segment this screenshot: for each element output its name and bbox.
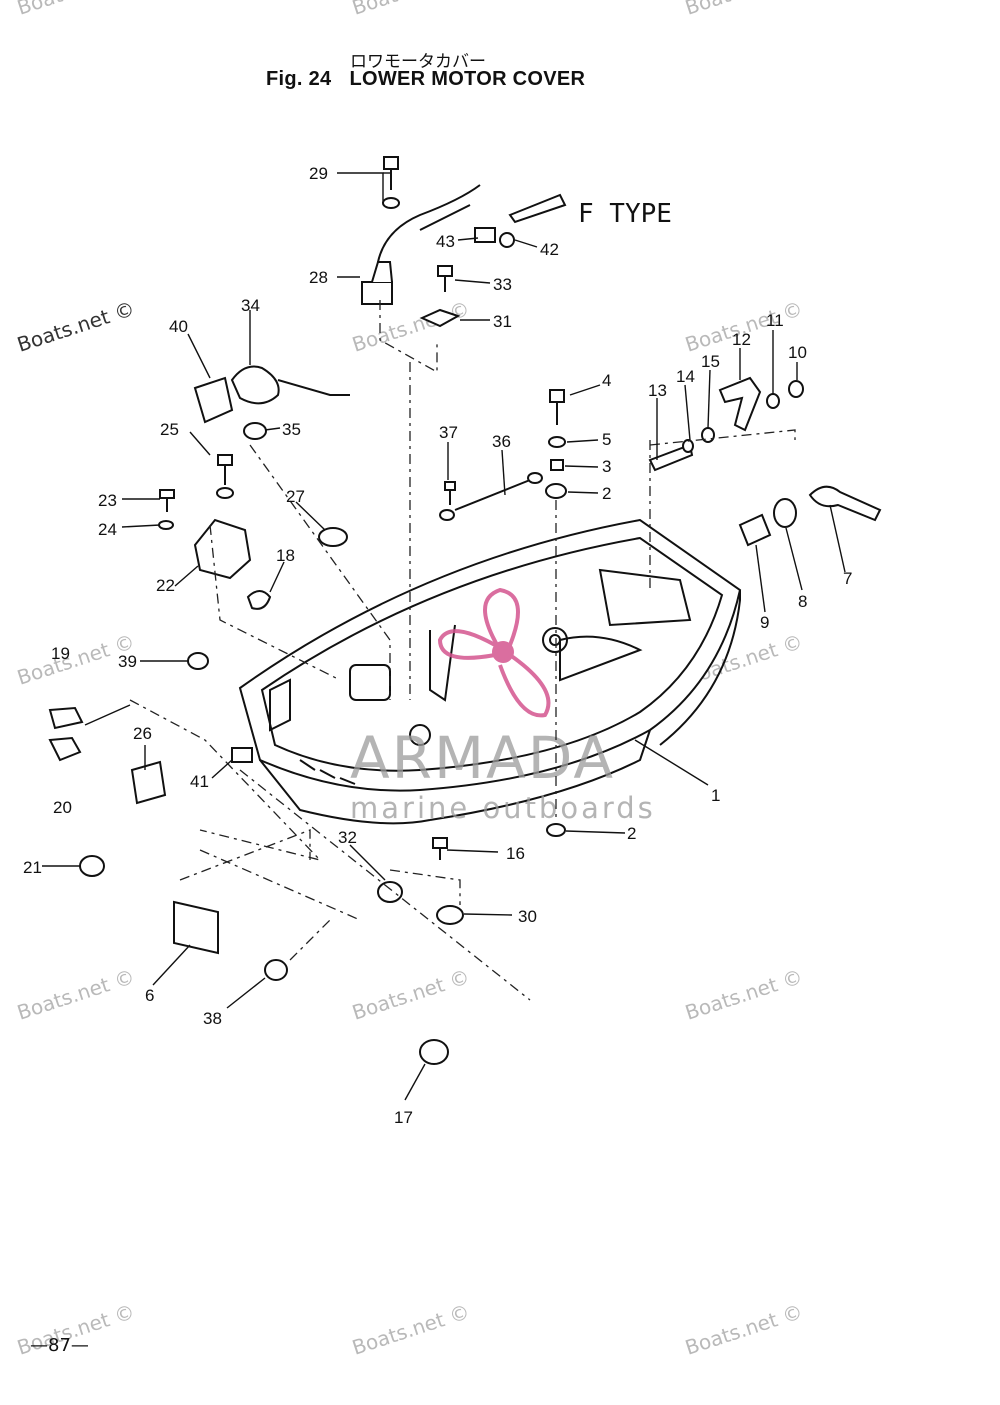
callout-label: 41 bbox=[190, 772, 209, 791]
callout-label: 29 bbox=[309, 164, 328, 183]
callout-label: 3 bbox=[602, 457, 611, 476]
callout-label: 15 bbox=[701, 352, 720, 371]
callout-label: 42 bbox=[540, 240, 559, 259]
watermark-text: Boats.net © bbox=[682, 1299, 805, 1360]
callout-label: 20 bbox=[53, 798, 72, 817]
callout-label: 19 bbox=[51, 644, 70, 663]
brand-logo: ARMADA marine outboards bbox=[350, 587, 656, 825]
watermark-text: Boats.net © bbox=[14, 964, 137, 1025]
callout-label: 13 bbox=[648, 381, 667, 400]
callout-label: 10 bbox=[788, 343, 807, 362]
callout-label: 1 bbox=[711, 786, 720, 805]
callout-label: 30 bbox=[518, 907, 537, 926]
figure-name: LOWER MOTOR COVER bbox=[349, 68, 586, 90]
callout-label: 25 bbox=[160, 420, 179, 439]
title-japanese: ロワモータカバー bbox=[350, 52, 486, 72]
watermark-text: Boats.net © bbox=[349, 1299, 472, 1360]
assembly-dash-lines bbox=[129, 300, 796, 1001]
callout-label: 33 bbox=[493, 275, 512, 294]
variant-label: F TYPE bbox=[578, 199, 672, 229]
callout-label: 27 bbox=[286, 487, 305, 506]
callout-label: 31 bbox=[493, 312, 512, 331]
callout-label: 6 bbox=[145, 986, 154, 1005]
callout-label: 35 bbox=[282, 420, 301, 439]
watermark-text: Boats.net © bbox=[349, 296, 472, 357]
callout-label: 34 bbox=[241, 296, 260, 315]
callout-label: 9 bbox=[760, 613, 769, 632]
callout-label: 38 bbox=[203, 1009, 222, 1028]
figure-title: Fig. 24 LOWER MOTOR COVER bbox=[266, 68, 585, 91]
callout-label: 28 bbox=[309, 268, 328, 287]
watermark-text: Boats.net © bbox=[14, 0, 137, 20]
callout-label: 32 bbox=[338, 828, 357, 847]
callout-label: 43 bbox=[436, 232, 455, 251]
callout-label: 18 bbox=[276, 546, 295, 565]
propeller-icon bbox=[437, 587, 551, 718]
callout-label: 2 bbox=[627, 824, 636, 843]
callout-label: 37 bbox=[439, 423, 458, 442]
callout-label: 17 bbox=[394, 1108, 413, 1127]
figure-number: Fig. 24 bbox=[266, 68, 332, 90]
callout-label: 24 bbox=[98, 520, 117, 539]
brand-name: ARMADA bbox=[350, 724, 615, 792]
callout-label: 11 bbox=[766, 311, 784, 330]
leader-lines bbox=[42, 172, 846, 1101]
watermark-text: Boats.net © bbox=[14, 296, 137, 357]
callout-label: 5 bbox=[602, 430, 611, 449]
brand-tagline: marine outboards bbox=[350, 791, 656, 825]
watermark-text: Boats.net © bbox=[349, 964, 472, 1025]
callout-label: 36 bbox=[492, 432, 511, 451]
watermark-text: Boats.net © bbox=[349, 0, 472, 20]
watermark-text: Boats.net © bbox=[682, 964, 805, 1025]
callout-label: 12 bbox=[732, 330, 751, 349]
callout-labels: 1 2 2 3 4 5 6 7 8 9 10 11 12 13 14 15 16… bbox=[23, 164, 852, 1127]
callout-label: 39 bbox=[118, 652, 137, 671]
callout-label: 8 bbox=[798, 592, 807, 611]
callout-label: 7 bbox=[843, 569, 852, 588]
callout-label: 2 bbox=[602, 484, 611, 503]
callout-label: 14 bbox=[676, 367, 695, 386]
callout-label: 16 bbox=[506, 844, 525, 863]
watermark-text: Boats.net © bbox=[682, 0, 805, 20]
callout-label: 23 bbox=[98, 491, 117, 510]
callout-label: 4 bbox=[602, 371, 611, 390]
callout-label: 22 bbox=[156, 576, 175, 595]
callout-label: 40 bbox=[169, 317, 188, 336]
part-shapes bbox=[48, 156, 882, 1065]
callout-label: 21 bbox=[23, 858, 42, 877]
page-number: —87— bbox=[30, 1335, 89, 1356]
callout-label: 26 bbox=[133, 724, 152, 743]
